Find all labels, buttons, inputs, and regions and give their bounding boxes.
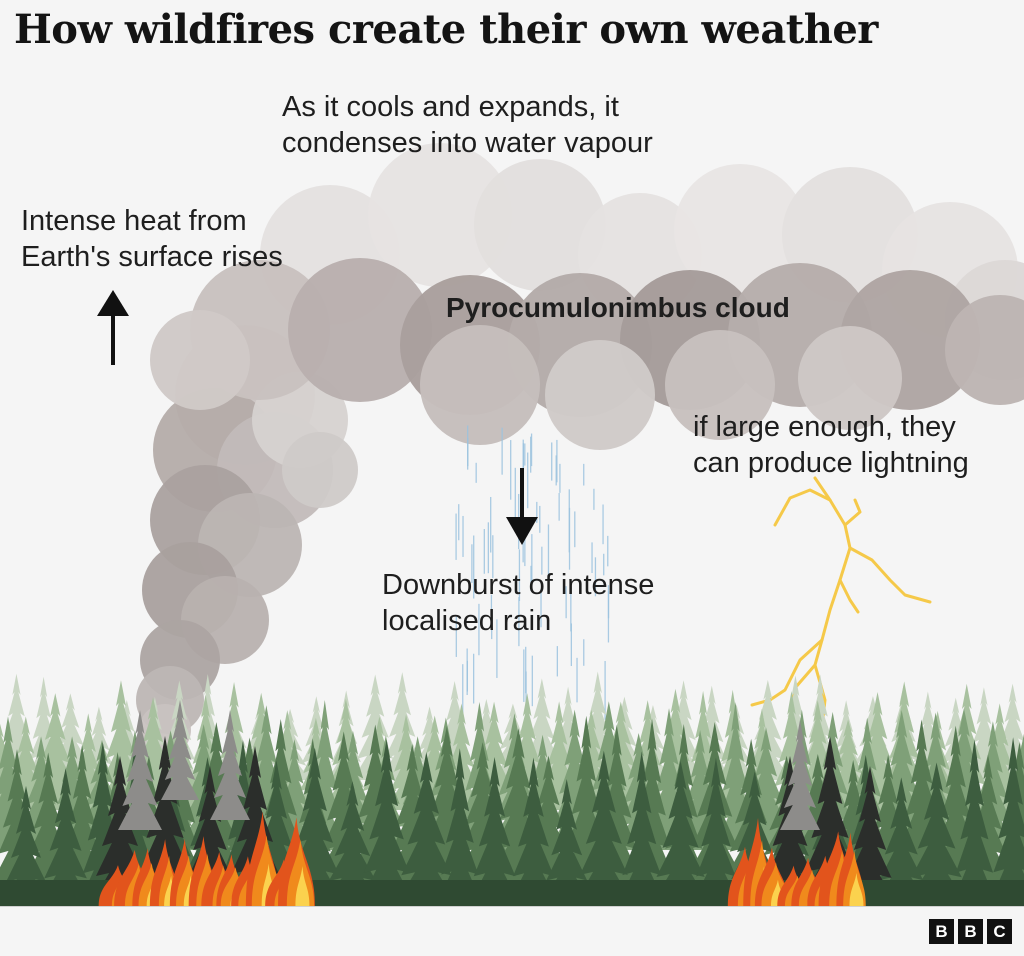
bbc-logo-letter: B (929, 919, 954, 944)
tree (988, 737, 1024, 906)
arrow-up-icon (97, 290, 129, 365)
tree (507, 757, 560, 906)
tree (0, 785, 52, 906)
tree (691, 757, 741, 906)
condenses-line-2: condenses into water vapour (282, 127, 653, 159)
flame (849, 872, 864, 906)
tree (357, 739, 416, 906)
cloud-puff (665, 330, 775, 440)
bbc-logo-letter: B (958, 919, 983, 944)
arrows (97, 290, 538, 545)
cloud-puff (545, 340, 655, 450)
tree (161, 700, 199, 800)
tree (322, 781, 382, 906)
footer-divider (0, 906, 1024, 907)
bbc-logo: B B C (929, 919, 1012, 944)
tree (436, 748, 484, 906)
rain-line-1: Downburst of intense (382, 569, 655, 601)
tree (780, 720, 820, 830)
lightning-branch (838, 578, 860, 614)
cloud-puff (474, 159, 606, 291)
fires (98, 811, 866, 906)
heat-rises-line-2: Earth's surface rises (21, 241, 283, 273)
tree (38, 768, 93, 906)
lightning-label: if large enough, they can produce lightn… (693, 409, 969, 481)
smoke-puff (282, 432, 358, 508)
condenses-label: As it cools and expands, it condenses in… (282, 89, 653, 161)
cloud-puff (798, 326, 902, 430)
rain-streaks (455, 425, 610, 732)
lightning-line-1: if large enough, they (693, 411, 956, 443)
heat-rises-label: Intense heat from Earth's surface rises (21, 203, 283, 275)
lightning-branch (848, 546, 932, 604)
tree (573, 750, 634, 906)
tree (118, 710, 162, 830)
lightning-branch (773, 488, 832, 527)
lightning-line-2: can produce lightning (693, 447, 969, 479)
flame (295, 866, 310, 906)
tree (650, 760, 711, 906)
tree (210, 710, 250, 820)
lightning-branch (750, 638, 824, 707)
cloud-puff (674, 164, 806, 296)
tree (394, 752, 458, 906)
heat-rises-line-1: Intense heat from (21, 205, 247, 237)
cloud-puff (420, 325, 540, 445)
smoke-column (136, 325, 358, 756)
pyrocumulonimbus-cloud (150, 143, 1024, 450)
cloud-puff (150, 310, 250, 410)
rain-label: Downburst of intense localised rain (382, 567, 654, 639)
tree (541, 778, 593, 906)
arrow-down-icon (506, 468, 538, 545)
tree (951, 739, 998, 906)
tree (468, 757, 521, 906)
page-title: How wildfires create their own weather (14, 6, 878, 53)
condenses-line-1: As it cools and expands, it (282, 91, 619, 123)
cloud-puff (368, 143, 512, 287)
cloud-puff (288, 258, 432, 402)
lightning-branch (843, 498, 862, 527)
rain-line-2: localised rain (382, 605, 552, 637)
tree (905, 762, 969, 906)
tree (617, 751, 666, 906)
cloud-label: Pyrocumulonimbus cloud (446, 292, 790, 323)
bbc-logo-letter: C (987, 919, 1012, 944)
cloud-puff (945, 295, 1024, 405)
